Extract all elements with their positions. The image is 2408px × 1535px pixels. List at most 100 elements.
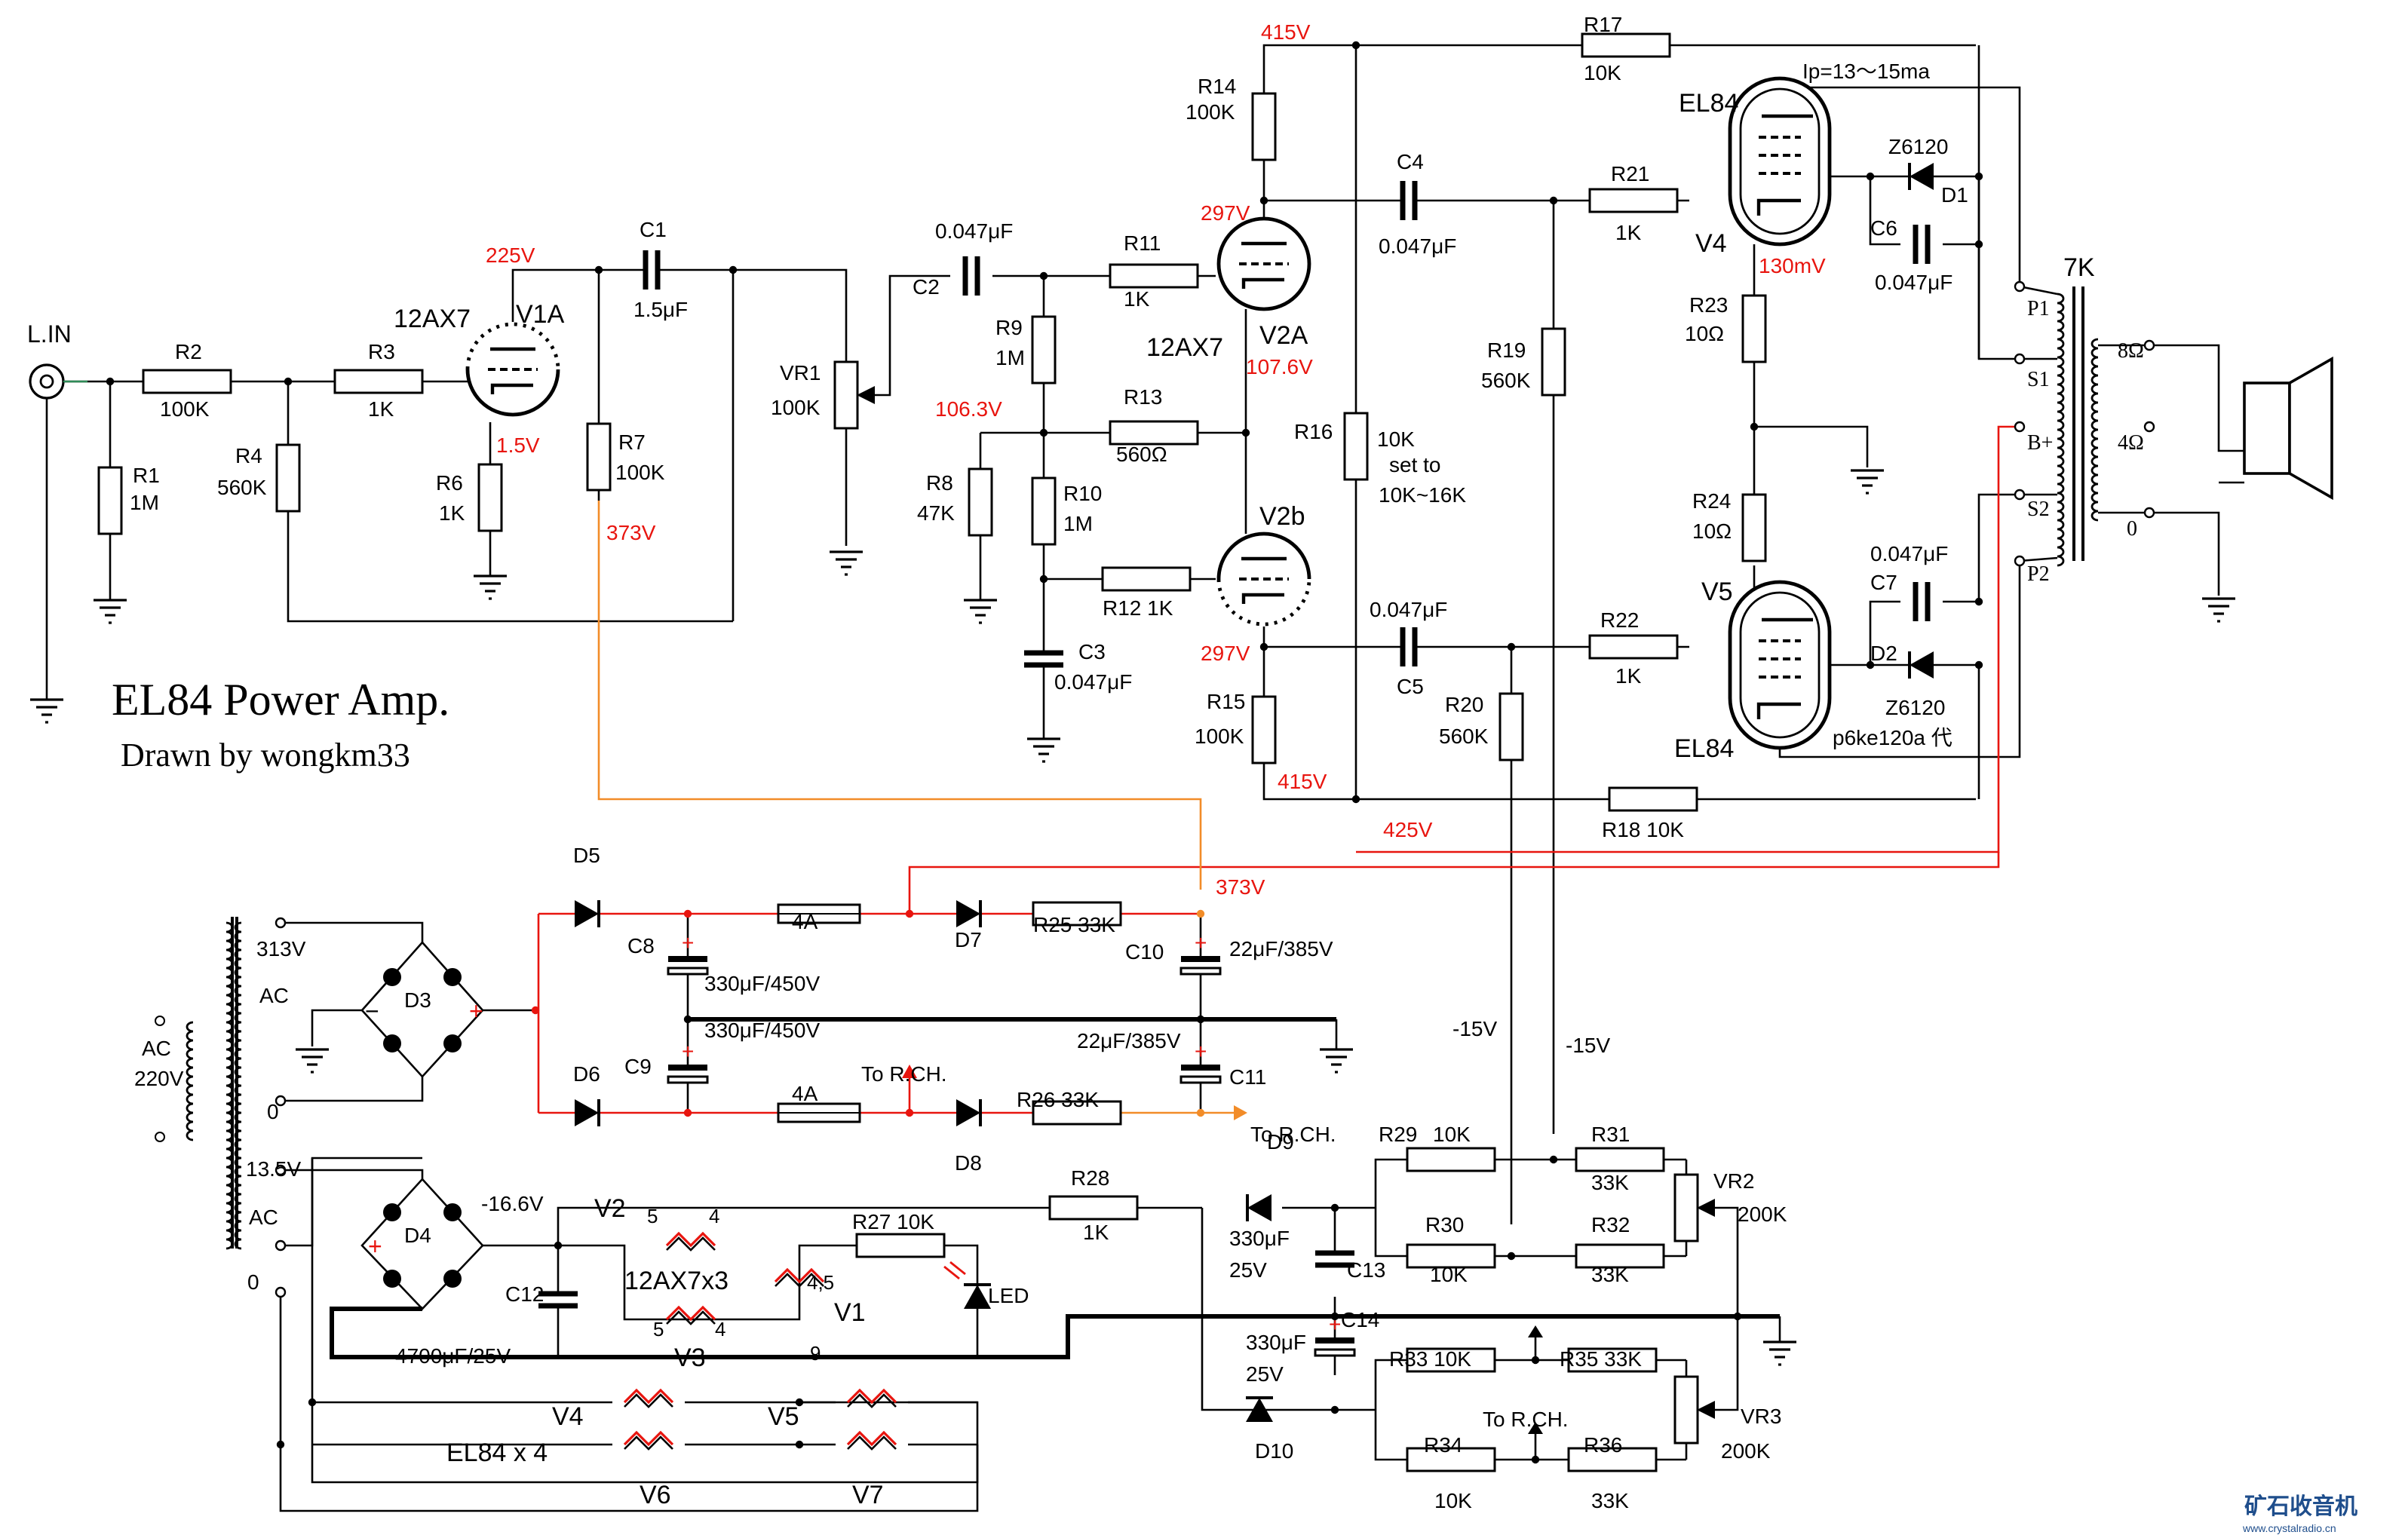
tube-inner [1739, 87, 1821, 235]
wire [285, 1077, 424, 1102]
junction-dot [1866, 660, 1875, 669]
r23-value: 10Ω [1685, 322, 1724, 345]
r10 [1031, 476, 1057, 546]
r1 [97, 466, 123, 535]
r29-name: R29 [1379, 1123, 1417, 1146]
heater-v5-label: V5 [768, 1402, 799, 1431]
vr3-wiper [1697, 1401, 1715, 1419]
hv-b-plus [908, 852, 2000, 914]
watermark-url: www.crystalradio.cn [2242, 1522, 2336, 1534]
r27 [855, 1233, 946, 1258]
voltage-b-plus: 425V [1383, 818, 1433, 841]
r19-value: 560K [1481, 369, 1531, 392]
heater-v6 [623, 1430, 674, 1447]
vr1-name: VR1 [780, 361, 821, 385]
wire [285, 1169, 424, 1179]
tube-dots [1216, 578, 1311, 627]
c1-value: 1.5μF [633, 298, 688, 321]
c4-value: 0.047μF [1379, 234, 1456, 258]
junction-dot [1241, 428, 1250, 437]
r11-name: R11 [1124, 231, 1161, 255]
bridge-diode [383, 1034, 401, 1052]
voltage-v2a-top: 415V [1261, 20, 1311, 44]
wire [2154, 344, 2244, 452]
r30-value: 10K [1430, 1263, 1468, 1286]
c14-name: C14 [1341, 1308, 1379, 1331]
to-rch-3: To R.CH. [1483, 1408, 1569, 1431]
plus-sign: + [1195, 1040, 1207, 1063]
r2-value: 100K [160, 397, 210, 421]
junction-dot [1549, 196, 1558, 205]
heater-el84-label: EL84 x 4 [446, 1438, 548, 1467]
pt-primary-volt: 220V [134, 1067, 184, 1090]
d8 [956, 1099, 980, 1126]
r35 [1567, 1347, 1658, 1373]
junction-dot [1039, 428, 1048, 437]
r16-note-2: 10K~16K [1379, 483, 1466, 507]
c8 [668, 956, 707, 962]
r12 [1101, 566, 1192, 592]
input-jack [29, 363, 65, 400]
d6 [575, 1099, 599, 1126]
r14 [1251, 92, 1277, 161]
r20-name: R20 [1445, 693, 1483, 716]
wire [558, 1244, 979, 1357]
c10 [1179, 967, 1222, 976]
c8-name: C8 [627, 934, 655, 957]
junction-dot [905, 1108, 914, 1117]
cathode [1241, 277, 1284, 289]
r8 [968, 467, 993, 537]
heater-v5 [846, 1388, 897, 1405]
r2-name: R2 [175, 340, 202, 363]
d1-name: D1 [1941, 183, 1968, 207]
pt-hv-ac: AC [259, 984, 289, 1007]
d4-name: D4 [404, 1224, 431, 1247]
r16 [1343, 412, 1369, 481]
v5-label: V5 [1701, 578, 1733, 606]
ot-terminal [2014, 353, 2026, 365]
dc-neg16: -16.6V [481, 1192, 544, 1215]
ot-tap-s2: S2 [2027, 498, 2050, 521]
r19-name: R19 [1487, 339, 1526, 362]
junction-dot [795, 1398, 804, 1407]
vr1 [833, 360, 859, 430]
wire [733, 268, 848, 546]
bias-neg15-1: -15V [1452, 1017, 1497, 1040]
d5 [575, 900, 599, 927]
c10-name: C10 [1125, 940, 1164, 964]
voltage-v2a-cathode: 107.6V [1246, 355, 1313, 378]
speaker-cone [2288, 356, 2333, 501]
ot-secondary [2091, 338, 2099, 522]
r22-name: R22 [1600, 608, 1639, 632]
r26 [1032, 1100, 1122, 1126]
d1-type: Z6120 [1888, 135, 1948, 158]
heater-v1-label: V1 [834, 1298, 866, 1327]
junction-dot [1259, 642, 1268, 651]
r30-name: R30 [1425, 1213, 1464, 1236]
b-plus-wire [1356, 425, 2020, 853]
v4-type: EL84 [1679, 89, 1738, 118]
vr2 [1673, 1173, 1699, 1242]
r6-name: R6 [436, 471, 463, 495]
r16-note-1: set to [1389, 453, 1440, 476]
junction-dot [729, 265, 738, 274]
junction-dot [1549, 1155, 1558, 1164]
r11 [1109, 263, 1199, 289]
r13-name: R13 [1124, 385, 1162, 409]
d4-bridge [360, 1178, 484, 1310]
wire [875, 274, 950, 397]
v4-label: V4 [1695, 229, 1727, 258]
r14-name: R14 [1198, 75, 1236, 98]
c7-value: 0.047μF [1870, 542, 1948, 565]
c4-name: C4 [1397, 150, 1424, 173]
r32-name: R32 [1591, 1213, 1630, 1236]
ot-tap-s1: S1 [2027, 368, 2050, 391]
cathode [1756, 702, 1801, 719]
c14 [1314, 1348, 1356, 1357]
pt-terminal [155, 1132, 165, 1142]
d10 [1246, 1398, 1273, 1422]
r23-name: R23 [1689, 293, 1728, 317]
v5-type: EL84 [1674, 734, 1734, 763]
d2-type: Z6120 [1885, 696, 1945, 719]
